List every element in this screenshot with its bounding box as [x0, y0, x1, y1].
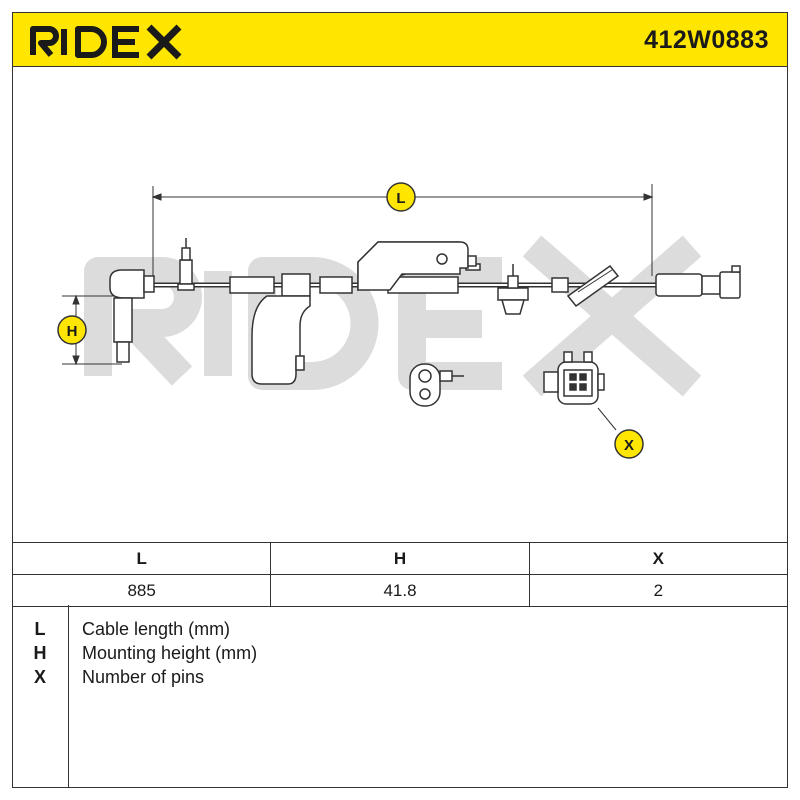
spec-value-height: 41.8: [270, 574, 530, 607]
header-bar: 412W0883: [12, 12, 788, 67]
legend-key: X: [33, 667, 46, 687]
legend-key: L: [34, 619, 46, 639]
legend-text: Mounting height (mm): [82, 643, 258, 663]
cable-sleeve: [229, 276, 459, 294]
spec-table-value-row: 885 41.8 2: [11, 574, 789, 607]
legend-divider: [68, 605, 69, 788]
callout-height-label: H: [67, 323, 78, 340]
mounting-bracket: [251, 273, 311, 385]
sensor-cable-drawing: L H X: [57, 182, 741, 459]
spec-table: L H X 885 41.8 2: [11, 542, 789, 607]
part-number: 412W0883: [644, 26, 769, 54]
spec-header-height: H: [270, 542, 530, 575]
callout-pins: X: [614, 429, 644, 459]
legend-text: Number of pins: [82, 667, 205, 687]
spec-table-header-row: L H X: [11, 542, 789, 575]
callout-length: L: [386, 182, 416, 212]
spec-header-pins: X: [528, 542, 789, 575]
sensor-head: [109, 269, 155, 363]
cable-connector: [655, 265, 741, 299]
callout-length-label: L: [396, 190, 405, 207]
legend-item-height: H Mounting height (mm): [12, 641, 788, 665]
connector-face-view: [543, 351, 617, 431]
legend-item-pins: X Number of pins: [12, 665, 788, 689]
technical-drawing: L H X: [12, 66, 788, 543]
legend-item-length: L Cable length (mm): [12, 617, 788, 641]
spec-header-length: L: [11, 542, 272, 575]
callout-pins-label: X: [624, 437, 634, 454]
spec-value-pins: 2: [528, 574, 789, 607]
callout-height: H: [57, 315, 87, 345]
sensor-end-view: [409, 363, 464, 407]
ridex-logo: [30, 24, 182, 60]
height-dimension: [62, 294, 122, 366]
spec-value-length: 885: [11, 574, 272, 607]
legend-text: Cable length (mm): [82, 619, 231, 639]
mounting-bracket-upper: [357, 241, 481, 292]
cable-clip: [177, 238, 195, 291]
legend: L Cable length (mm) H Mounting height (m…: [12, 605, 788, 788]
push-clip: [497, 264, 529, 315]
legend-key: H: [33, 643, 47, 663]
angled-clip: [551, 264, 620, 308]
